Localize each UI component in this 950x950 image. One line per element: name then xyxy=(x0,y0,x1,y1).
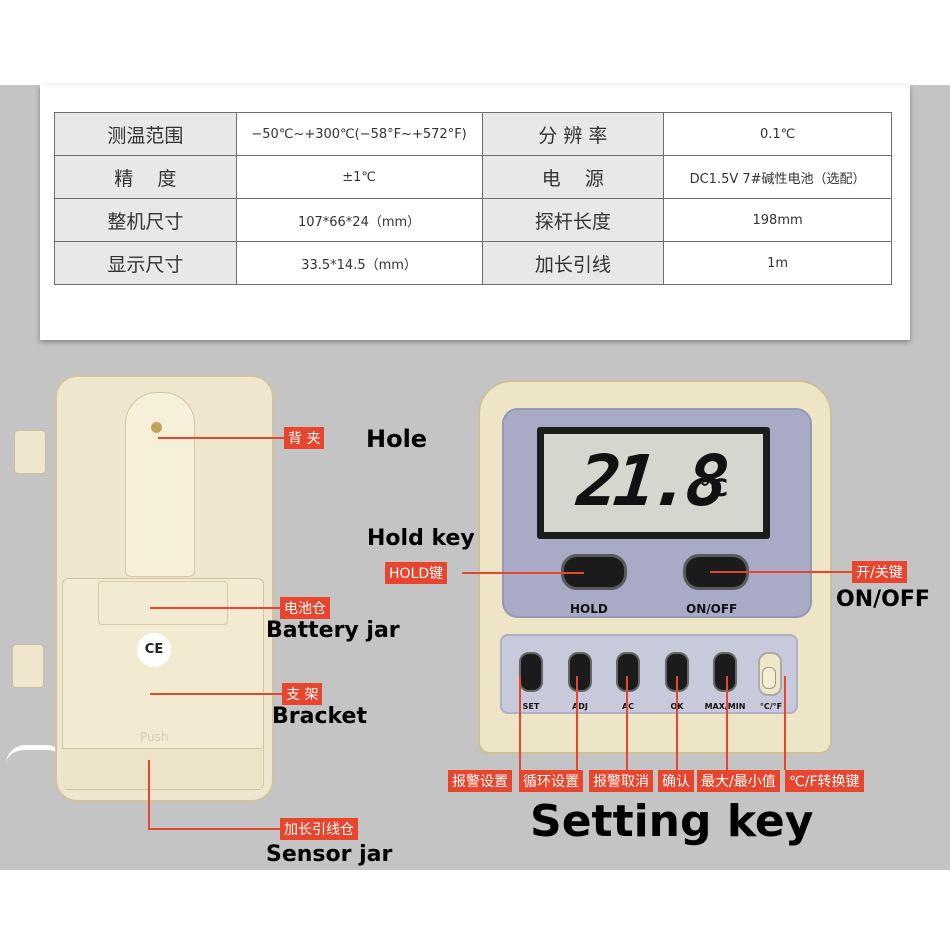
key-tag-alarm-cancel: 报警取消 xyxy=(589,770,653,792)
sensor-compartment[interactable] xyxy=(62,748,262,789)
specs-card: 测温范围 −50℃~+300℃(−58°F~+572°F) 分 辨 率 0.1℃… xyxy=(40,85,910,340)
spec-value: 198mm xyxy=(663,198,892,242)
callout-line xyxy=(148,828,280,830)
callout-line xyxy=(576,676,578,770)
spec-key: 整机尺寸 xyxy=(54,198,237,242)
power-key-tag: 开/关键 xyxy=(852,561,907,583)
clip-label: Hole xyxy=(366,425,428,453)
spec-value: 0.1℃ xyxy=(663,112,892,156)
keypad-panel xyxy=(500,634,798,714)
callout-line xyxy=(784,676,786,770)
hold-key-tag: HOLD键 xyxy=(385,562,448,584)
bracket-label: Bracket xyxy=(272,704,367,729)
sensor-tag: 加长引线仓 xyxy=(280,818,358,840)
hold-button-label: HOLD xyxy=(570,602,608,616)
table-row: 显示尺寸 33.5*14.5（mm） 加长引线 1m xyxy=(54,241,892,285)
callout-line xyxy=(158,437,284,439)
adj-key[interactable] xyxy=(568,652,592,692)
specs-table: 测温范围 −50℃~+300℃(−58°F~+572°F) 分 辨 率 0.1℃… xyxy=(54,112,892,285)
spec-key: 加长引线 xyxy=(481,241,665,285)
push-label: Push xyxy=(140,730,169,744)
spec-value: 1m xyxy=(663,241,892,285)
ce-mark: CE xyxy=(137,633,171,667)
sensor-label: Sensor jar xyxy=(266,842,393,867)
key-tag-max-min: 最大/最小值 xyxy=(697,770,780,792)
battery-tag: 电池仓 xyxy=(280,597,330,619)
callout-line xyxy=(726,676,728,770)
set-key-label: SET xyxy=(522,702,540,711)
adj-key-label: ADJ xyxy=(572,702,588,711)
spec-value: −50℃~+300℃(−58°F~+572°F) xyxy=(235,112,483,156)
callout-line xyxy=(462,572,584,574)
spec-key: 电 源 xyxy=(481,155,665,199)
set-key[interactable] xyxy=(519,652,543,692)
ac-key[interactable] xyxy=(616,652,640,692)
temperature-unit: ℃ xyxy=(699,474,729,502)
unit-switch-knob xyxy=(762,667,776,689)
key-tag-unit-switch: ℃/F转换键 xyxy=(785,770,864,792)
spec-value: DC1.5V 7#碱性电池（选配） xyxy=(663,155,892,199)
unit-switch-label: °C/°F xyxy=(759,702,783,711)
max-min-key[interactable] xyxy=(713,652,737,692)
spec-key: 精 度 xyxy=(54,155,237,199)
spec-key: 分 辨 率 xyxy=(481,112,665,156)
key-tag-confirm: 确认 xyxy=(658,770,694,792)
callout-line xyxy=(150,607,280,609)
power-button-label: ON/OFF xyxy=(686,602,738,616)
callout-line xyxy=(676,676,678,770)
hold-key-label: Hold key xyxy=(367,526,475,551)
spec-value: 33.5*14.5（mm） xyxy=(235,241,483,285)
key-tag-alarm-set: 报警设置 xyxy=(448,770,512,792)
max-min-key-label: MAX/MIN xyxy=(704,702,746,711)
bracket-tag: 支 架 xyxy=(282,683,323,705)
key-tag-cycle-set: 循环设置 xyxy=(519,770,583,792)
battery-label: Battery jar xyxy=(266,618,400,643)
power-key-label: ON/OFF xyxy=(836,587,930,612)
callout-line xyxy=(150,693,282,695)
callout-line xyxy=(626,676,628,770)
spec-key: 显示尺寸 xyxy=(54,241,237,285)
ac-key-label: AC xyxy=(621,702,635,711)
callout-line xyxy=(710,571,852,573)
table-row: 精 度 ±1℃ 电 源 DC1.5V 7#碱性电池（选配） xyxy=(54,155,892,199)
setting-key-title: Setting key xyxy=(530,796,814,847)
battery-cover-recess xyxy=(98,581,228,625)
table-row: 测温范围 −50℃~+300℃(−58°F~+572°F) 分 辨 率 0.1℃ xyxy=(54,112,892,156)
spec-key: 测温范围 xyxy=(54,112,237,156)
callout-line xyxy=(519,676,521,770)
back-clip[interactable] xyxy=(125,392,195,577)
side-tab xyxy=(14,430,46,474)
lcd-screen xyxy=(544,434,763,532)
side-tab xyxy=(12,644,44,688)
table-row: 整机尺寸 107*66*24（mm） 探杆长度 198mm xyxy=(54,198,892,242)
clip-tag: 背 夹 xyxy=(284,427,325,449)
callout-line xyxy=(148,760,150,830)
spec-value: 107*66*24（mm） xyxy=(235,198,483,242)
spec-value: ±1℃ xyxy=(235,155,483,199)
sensor-wire xyxy=(6,745,66,764)
spec-key: 探杆长度 xyxy=(481,198,665,242)
hanging-hole xyxy=(151,422,162,433)
